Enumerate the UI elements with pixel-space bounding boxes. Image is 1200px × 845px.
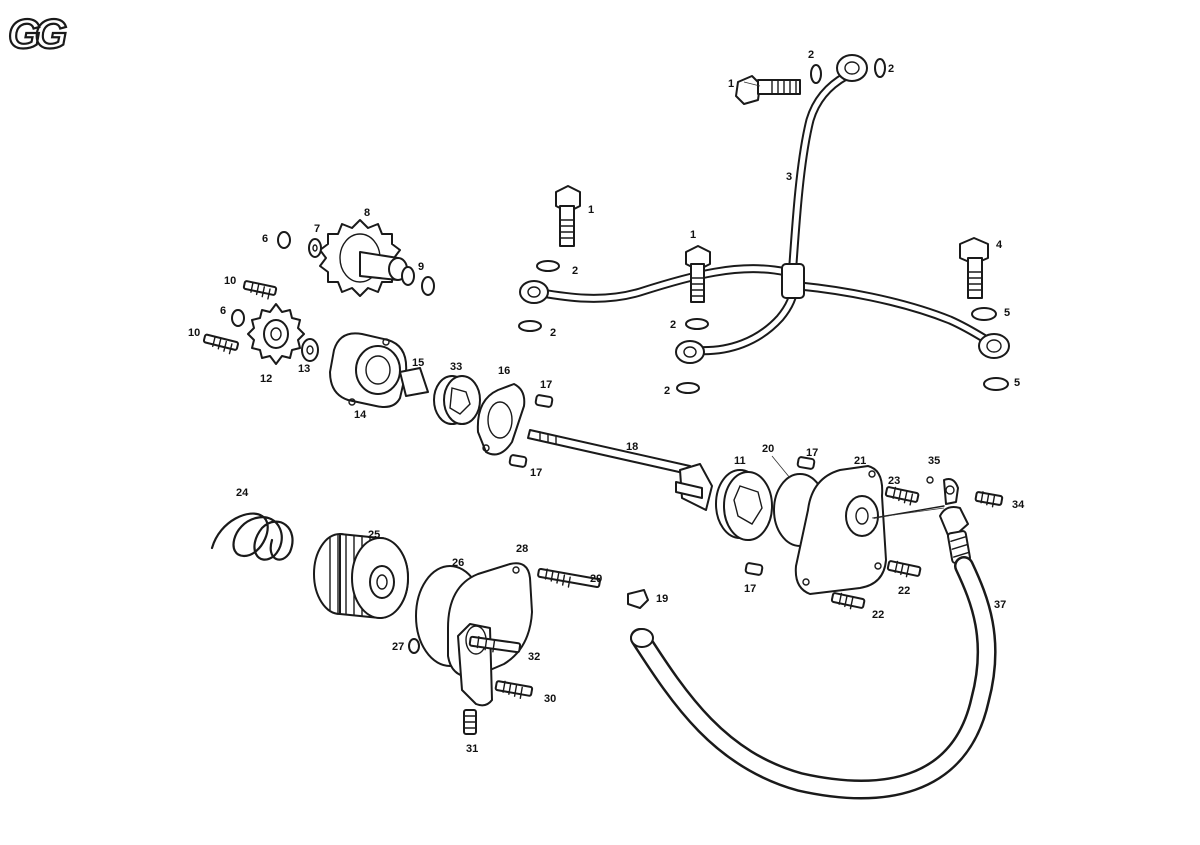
sealing-washers xyxy=(518,58,1009,394)
callout-label: 28 xyxy=(516,543,528,555)
cover-screws xyxy=(830,486,1004,610)
filter-spring xyxy=(210,512,294,561)
callout-label: 1 xyxy=(728,78,734,90)
nut xyxy=(627,589,649,609)
oil-pipe-right-branch xyxy=(795,281,995,347)
callout-label: 20 xyxy=(762,443,774,455)
washer xyxy=(676,382,700,394)
callout-label: 4 xyxy=(996,239,1003,251)
washer xyxy=(536,260,560,272)
oil-pipe-assembly xyxy=(519,54,1010,364)
callout-label: 32 xyxy=(528,651,540,663)
callout-label: 17 xyxy=(530,467,542,479)
callout-label: 1 xyxy=(588,204,594,216)
circlips xyxy=(231,231,291,327)
callout-label: 22 xyxy=(898,585,910,597)
callout-label: 26 xyxy=(452,557,464,569)
pump-rotor-rear xyxy=(715,469,773,541)
callout-label: 2 xyxy=(670,319,676,331)
callout-label: 17 xyxy=(806,447,818,459)
washer xyxy=(518,320,542,332)
callout-label: 8 xyxy=(364,207,370,219)
gear-large xyxy=(319,219,408,297)
callout-label: 2 xyxy=(808,49,814,61)
callout-label: 7 xyxy=(314,223,320,235)
callout-label: 16 xyxy=(498,365,510,377)
banjo-fitting-right xyxy=(978,333,1010,359)
gear-small xyxy=(247,303,305,365)
callout-label: 37 xyxy=(994,599,1006,611)
callout-label: 2 xyxy=(888,63,894,75)
callout-label: 25 xyxy=(368,529,380,541)
callout-label: 6 xyxy=(220,305,226,317)
pump-bushing xyxy=(399,367,429,397)
callout-label: 29 xyxy=(590,573,602,585)
washer xyxy=(685,318,709,330)
callout-label: 2 xyxy=(664,385,670,397)
callout-label: 2 xyxy=(550,327,556,339)
banjo-bolt-middle xyxy=(685,245,711,303)
oil-filter xyxy=(313,533,409,619)
drain-plug xyxy=(463,709,477,735)
callout-label: 30 xyxy=(544,693,556,705)
banjo-bolt-top xyxy=(735,75,801,105)
pump-rear-cover xyxy=(794,465,887,595)
callout-label: 3 xyxy=(786,171,792,183)
banjo-bolt-right xyxy=(959,237,989,299)
callout-label: 21 xyxy=(854,455,866,467)
callout-label: 23 xyxy=(888,475,900,487)
washer xyxy=(983,377,1009,391)
callout-label: 9 xyxy=(418,261,424,273)
callout-labels: 1 2 2 3 1 2 1 2 2 2 4 5 5 6 7 8 9 10 6 1… xyxy=(188,49,1025,755)
washer xyxy=(874,58,886,78)
callout-label: 15 xyxy=(412,357,424,369)
callout-label: 12 xyxy=(260,373,272,385)
callout-label: 14 xyxy=(354,409,367,421)
callout-label: 2 xyxy=(572,265,578,277)
logo-text: GG xyxy=(8,10,67,57)
oil-hose xyxy=(630,556,997,800)
banjo-fitting-lower xyxy=(675,340,705,364)
callout-label: 5 xyxy=(1014,377,1020,389)
gear-bolts xyxy=(202,280,278,355)
banjo-fitting-left xyxy=(519,280,549,304)
washer xyxy=(971,307,997,321)
callout-label: 31 xyxy=(466,743,478,755)
callout-label: 10 xyxy=(188,327,200,339)
banjo-fitting-top xyxy=(836,54,868,82)
small-washers xyxy=(301,238,435,362)
pump-front-housing xyxy=(329,332,408,408)
callout-label: 11 xyxy=(734,455,746,467)
banjo-bolt-left xyxy=(555,185,581,247)
filter-screws xyxy=(468,567,601,699)
callout-label: 1 xyxy=(690,229,696,241)
callout-label: 34 xyxy=(1012,499,1025,511)
callout-label: 18 xyxy=(626,441,638,453)
washer xyxy=(810,64,822,84)
pump-shaft xyxy=(527,429,713,511)
callout-label: 27 xyxy=(392,641,404,653)
callout-label: 17 xyxy=(744,583,756,595)
callout-label: 10 xyxy=(224,275,236,287)
dowel-pins xyxy=(508,394,816,576)
callout-label: 17 xyxy=(540,379,552,391)
leader-lines xyxy=(743,81,945,519)
callout-label: 35 xyxy=(928,455,940,467)
pipe-junction xyxy=(781,263,805,299)
callout-label: 19 xyxy=(656,593,668,605)
pump-rotor-front xyxy=(433,375,481,425)
pump-plate xyxy=(476,383,526,456)
callout-label: 24 xyxy=(236,487,249,499)
small-ball xyxy=(926,476,934,484)
callout-label: 22 xyxy=(872,609,884,621)
brand-logo: GG xyxy=(7,9,74,58)
callout-label: 13 xyxy=(298,363,310,375)
callout-label: 5 xyxy=(1004,307,1010,319)
callout-label: 33 xyxy=(450,361,462,373)
filter-small-washer xyxy=(408,638,420,654)
callout-label: 6 xyxy=(262,233,268,245)
